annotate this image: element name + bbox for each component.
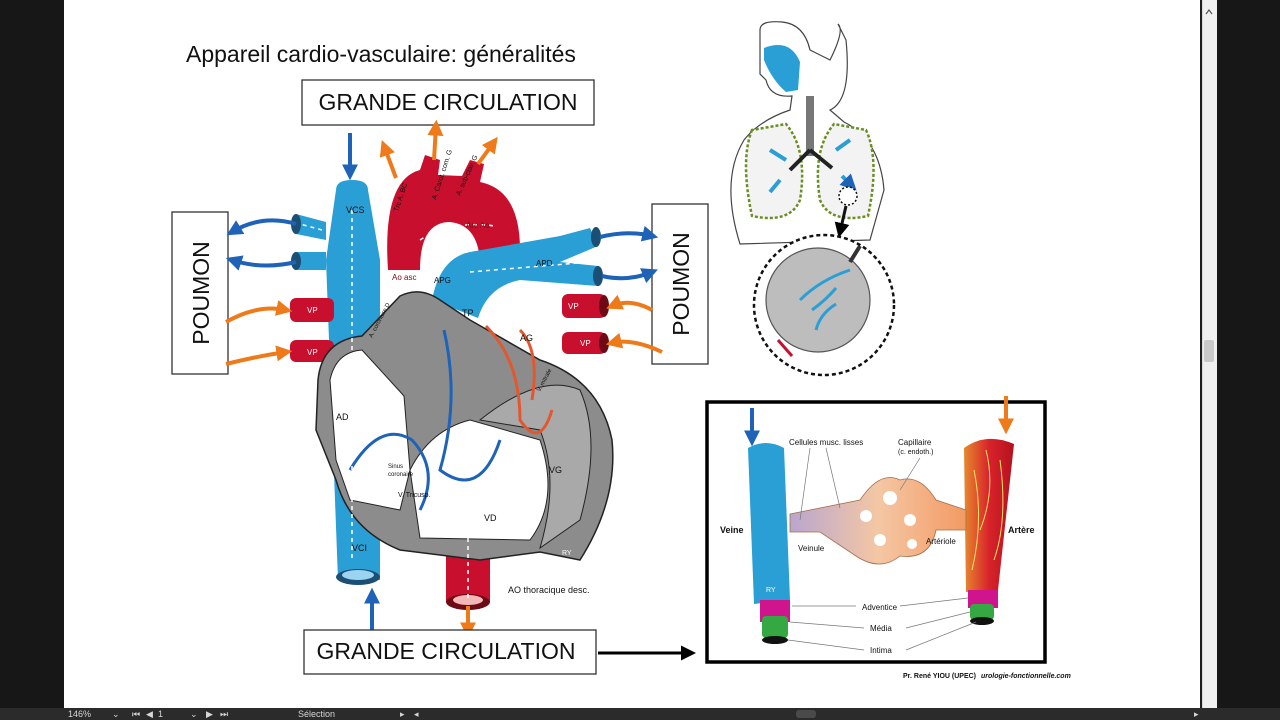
label-sinus: Sinus bbox=[388, 464, 403, 470]
current-tool: Sélection bbox=[298, 709, 336, 719]
zoom-dropdown-icon[interactable]: ⌄ bbox=[112, 709, 120, 719]
inset-label-c-endoth: (c. endoth.) bbox=[898, 449, 933, 456]
heart-diagram: VCS VCI Trc A. BC A. Carot. com. G A. su… bbox=[225, 119, 663, 639]
label-vp-3: VP bbox=[568, 302, 579, 311]
label-ao-thoracique: AO thoracique desc. bbox=[508, 585, 590, 595]
grande-circulation-top-label: GRANDE CIRCULATION bbox=[319, 89, 578, 115]
scroll-up-icon[interactable] bbox=[1205, 3, 1213, 15]
inset-label-intima: Intima bbox=[870, 646, 892, 655]
label-vp-1: VP bbox=[307, 306, 318, 315]
label-v-tricusp: V. Tricusp. bbox=[398, 492, 430, 499]
credit-site: urologie-fonctionnelle.com bbox=[981, 673, 1071, 680]
label-apd: APD bbox=[536, 259, 553, 268]
label-ao-asc: Ao asc bbox=[392, 273, 416, 282]
poumon-right-box: POUMON bbox=[651, 203, 709, 365]
scrollbar-thumb[interactable] bbox=[1204, 340, 1214, 362]
left-gutter bbox=[0, 0, 64, 708]
last-page-icon[interactable]: ⏭ bbox=[220, 709, 229, 719]
label-ad: AD bbox=[336, 412, 349, 422]
grande-circulation-bottom-label: GRANDE CIRCULATION bbox=[317, 638, 576, 664]
label-vcs: VCS bbox=[346, 205, 365, 215]
label-ag: AG bbox=[520, 333, 533, 343]
inset-vein bbox=[748, 443, 790, 604]
label-tp: TP bbox=[462, 308, 474, 318]
inset-label-arteriole: Artériole bbox=[926, 537, 956, 546]
pulmonary-arteries bbox=[432, 228, 598, 318]
label-vp-4: VP bbox=[580, 339, 591, 348]
label-arc-ao: Arc Ao bbox=[466, 221, 490, 230]
label-coronaire: coronaire bbox=[388, 472, 414, 478]
inset-label-veinule: Veinule bbox=[798, 544, 825, 553]
first-page-icon[interactable]: ⏮ bbox=[132, 709, 141, 719]
horizontal-scroll-thumb[interactable] bbox=[796, 710, 816, 718]
page-number[interactable]: 1 bbox=[158, 709, 164, 719]
next-page-icon[interactable]: ▶ bbox=[206, 709, 213, 719]
scroll-right-icon[interactable]: ▸ bbox=[1194, 709, 1199, 719]
scroll-left-icon[interactable]: ◂ bbox=[414, 709, 419, 719]
prev-page-icon[interactable]: ◀ bbox=[146, 709, 153, 719]
label-vd: VD bbox=[484, 513, 497, 523]
label-ry-heart: RY bbox=[562, 550, 572, 557]
aorta bbox=[387, 155, 520, 270]
inset-label-ry: RY bbox=[766, 587, 776, 594]
poumon-left-label: POUMON bbox=[188, 241, 214, 345]
grande-circulation-top-box: GRANDE CIRCULATION bbox=[301, 79, 595, 126]
grande-circulation-bottom-box: GRANDE CIRCULATION bbox=[303, 629, 597, 675]
label-vci: VCI bbox=[352, 543, 367, 553]
label-vp-2: VP bbox=[307, 348, 318, 357]
vessel-inset: Cellules musc. lisses Capillaire (c. end… bbox=[705, 396, 1047, 664]
page-dropdown-icon[interactable]: ⌄ bbox=[190, 709, 198, 719]
inset-label-adventice: Adventice bbox=[862, 603, 898, 612]
inset-label-cellules: Cellules musc. lisses bbox=[789, 438, 863, 447]
status-bar: 146% ⌄ ⏮ ◀ 1 ⌄ ▶ ⏭ Sélection ▸ ◂ ▸ bbox=[0, 708, 1280, 720]
inset-label-capillaire: Capillaire bbox=[898, 438, 932, 447]
poumon-right-label: POUMON bbox=[668, 232, 694, 336]
inset-label-media: Média bbox=[870, 624, 892, 633]
credit-author: Pr. René YIOU (UPEC) bbox=[903, 673, 976, 680]
respiratory-illustration bbox=[730, 21, 896, 377]
credit-line: Pr. René YIOU (UPEC) urologie-fonctionne… bbox=[903, 673, 1071, 680]
page-title: Appareil cardio-vasculaire: généralités bbox=[186, 41, 576, 67]
label-vg: VG bbox=[549, 465, 562, 475]
inset-label-artere: Artère bbox=[1008, 525, 1035, 535]
zoom-level[interactable]: 146% bbox=[68, 709, 92, 719]
poumon-left-box: POUMON bbox=[171, 211, 229, 375]
tool-menu-icon[interactable]: ▸ bbox=[400, 709, 405, 719]
label-apg: APG bbox=[434, 276, 451, 285]
right-gutter bbox=[1216, 0, 1280, 708]
inset-label-veine: Veine bbox=[720, 525, 744, 535]
